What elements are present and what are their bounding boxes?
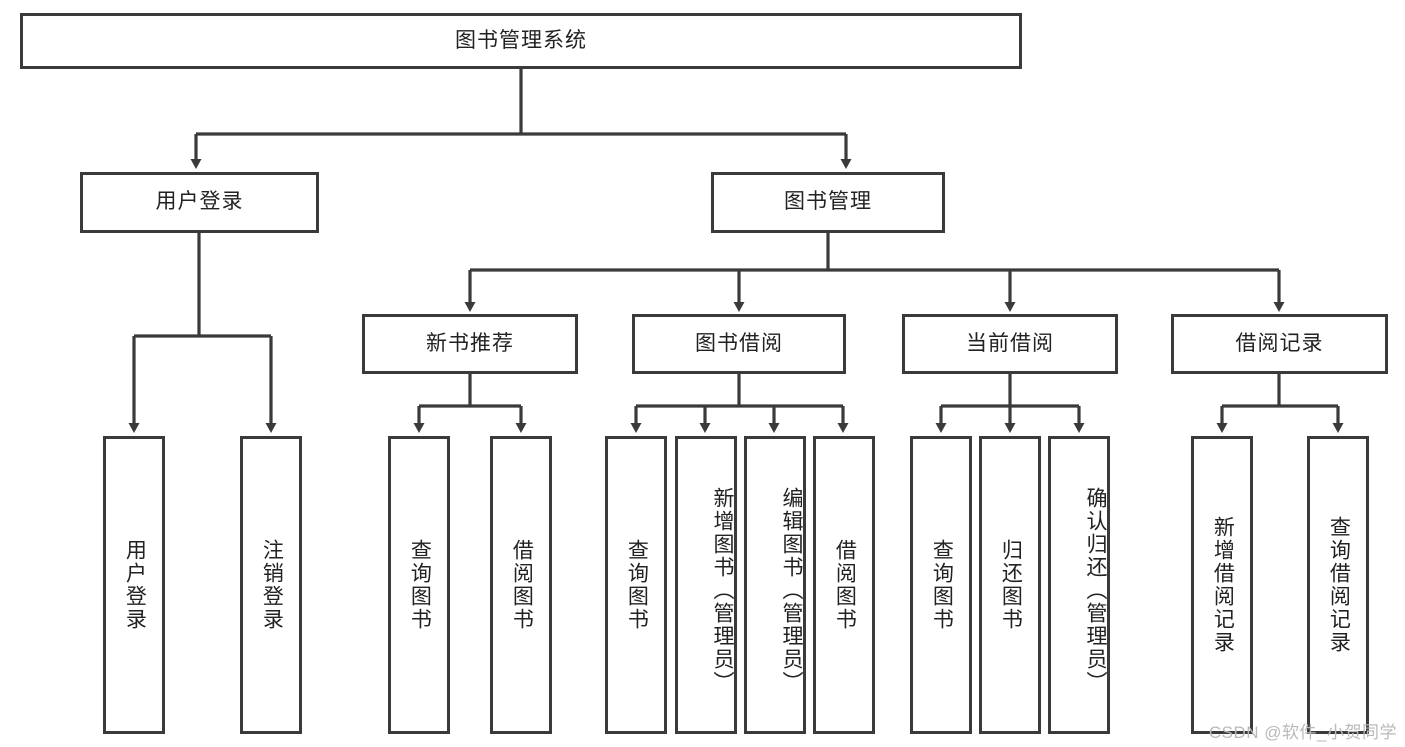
node-label: 借阅图书: [510, 539, 534, 631]
leaf-new-book-query-book[interactable]: 查询图书: [388, 436, 450, 734]
leaf-borrow-record-query-record[interactable]: 查询借阅记录: [1307, 436, 1369, 734]
leaf-current-borrow-return-book[interactable]: 归还图书: [979, 436, 1041, 734]
node-label: 查询图书: [408, 539, 432, 631]
node-label: 用户登录: [155, 190, 244, 214]
node-label: 查询图书: [625, 539, 649, 631]
leaf-book-borrow-edit-book-admin[interactable]: 编辑图书（管理员）: [744, 436, 806, 734]
node-root-book-management-system[interactable]: 图书管理系统: [20, 13, 1022, 69]
node-label: 新书推荐: [426, 331, 514, 355]
leaf-current-borrow-query-book[interactable]: 查询图书: [910, 436, 972, 734]
node-label: 编辑图书（管理员）: [780, 486, 803, 694]
csdn-watermark: CSDN @软件_小贺同学: [1208, 723, 1397, 742]
leaf-new-book-borrow-book[interactable]: 借阅图书: [490, 436, 552, 734]
node-label: 确认归还（管理员）: [1084, 486, 1107, 694]
leaf-borrow-record-add-record[interactable]: 新增借阅记录: [1191, 436, 1253, 734]
leaf-user-login-logout[interactable]: 注销登录: [240, 436, 302, 734]
node-book-management[interactable]: 图书管理: [711, 172, 945, 233]
leaf-book-borrow-add-book-admin[interactable]: 新增图书（管理员）: [675, 436, 737, 734]
node-label: 新增图书（管理员）: [711, 486, 734, 694]
node-label: 查询借阅记录: [1327, 516, 1351, 654]
leaf-current-borrow-confirm-return-admin[interactable]: 确认归还（管理员）: [1048, 436, 1110, 734]
node-label: 查询图书: [930, 539, 954, 631]
node-label: 借阅记录: [1235, 331, 1324, 355]
node-label: 当前借阅: [966, 331, 1054, 355]
node-user-login[interactable]: 用户登录: [80, 172, 319, 233]
node-label: 图书借阅: [695, 331, 783, 355]
node-borrow-record[interactable]: 借阅记录: [1171, 314, 1388, 374]
node-label: 图书管理系统: [455, 28, 587, 52]
node-label: 图书管理: [784, 190, 872, 214]
node-new-book-recommend[interactable]: 新书推荐: [362, 314, 578, 374]
node-label: 新增借阅记录: [1211, 516, 1235, 654]
node-book-borrow[interactable]: 图书借阅: [632, 314, 846, 374]
node-label: 注销登录: [260, 539, 284, 631]
leaf-user-login-login[interactable]: 用户登录: [103, 436, 165, 734]
node-label: 归还图书: [999, 539, 1023, 631]
leaf-book-borrow-borrow-book[interactable]: 借阅图书: [813, 436, 875, 734]
leaf-book-borrow-query-book[interactable]: 查询图书: [605, 436, 667, 734]
node-label: 借阅图书: [833, 539, 857, 631]
node-label: 用户登录: [123, 539, 147, 631]
node-current-borrow[interactable]: 当前借阅: [902, 314, 1118, 374]
